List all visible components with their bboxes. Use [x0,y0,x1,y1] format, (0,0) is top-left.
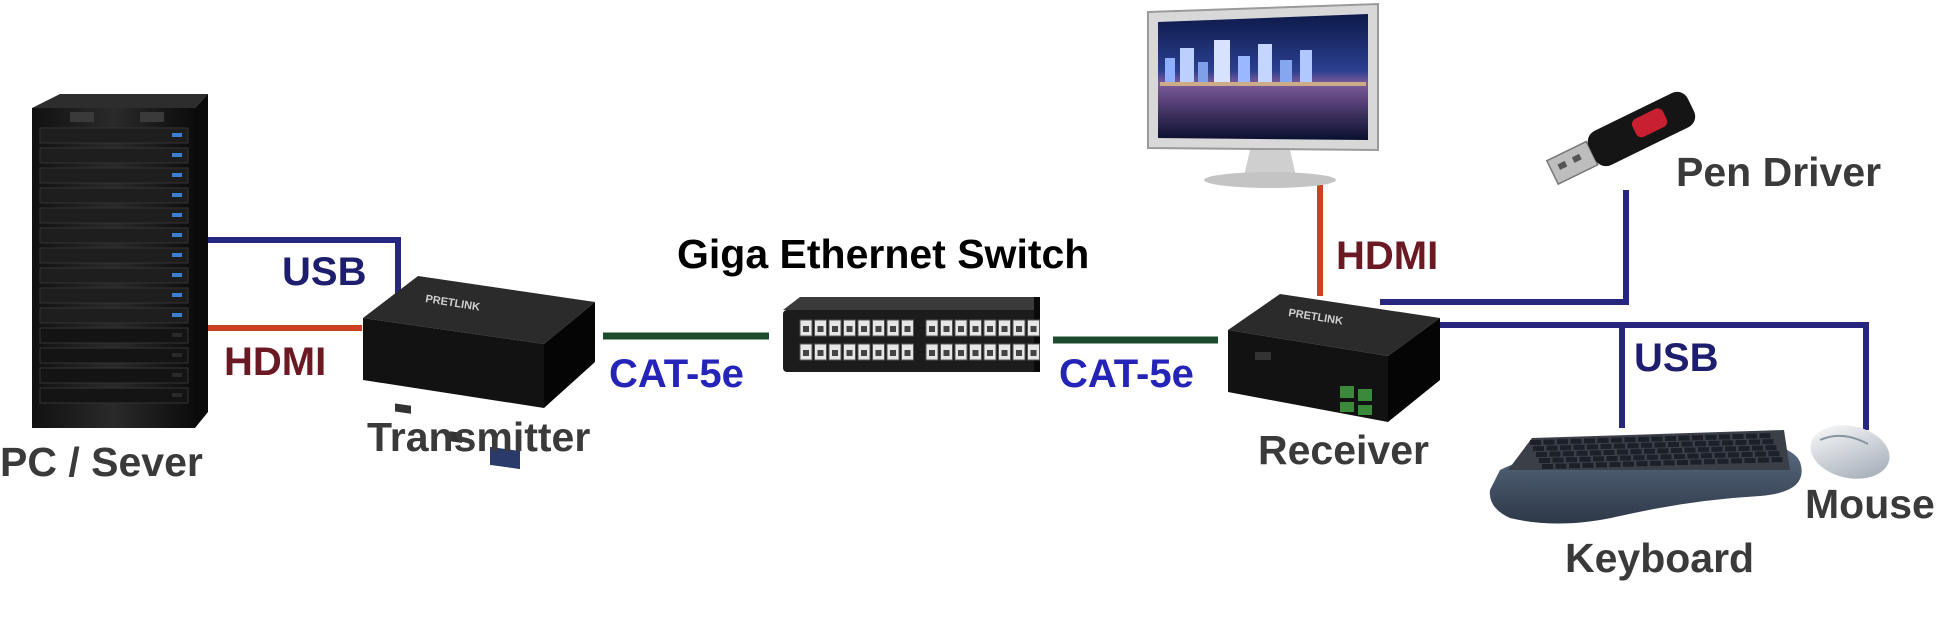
usb-line-pen [1380,190,1629,305]
hdmi-label-left: HDMI [224,340,327,384]
mouse-label: Mouse [1805,481,1935,527]
mouse-icon [1810,425,1890,479]
ethernet-switch-icon [783,297,1040,372]
hdmi-label-right: HDMI [1336,234,1439,278]
hdmi-extender-transmitter-icon: PRETLINK [363,276,595,470]
usb-line-kbm [1440,322,1869,430]
monitor-icon [1147,2,1379,188]
receiver-label: Receiver [1258,427,1429,473]
server-rack-icon [32,94,208,428]
keyboard-icon [1489,430,1802,524]
hdmi-extender-receiver-icon: PRETLINK [1228,294,1440,422]
transmitter-label: Transmitter [367,414,591,460]
connections [205,185,1869,430]
pen-driver-label: Pen Driver [1676,149,1882,195]
keyboard-label: Keyboard [1565,535,1755,581]
cat5e-label-right: CAT-5e [1059,352,1194,396]
usb-flash-drive-icon [1545,91,1696,186]
usb-label-right: USB [1634,336,1719,380]
cat5e-label-left: CAT-5e [609,352,744,396]
pc-server-label: PC / Sever [0,439,203,485]
switch-label: Giga Ethernet Switch [677,231,1090,277]
usb-line-left [205,237,401,298]
usb-label-left: USB [282,250,367,294]
